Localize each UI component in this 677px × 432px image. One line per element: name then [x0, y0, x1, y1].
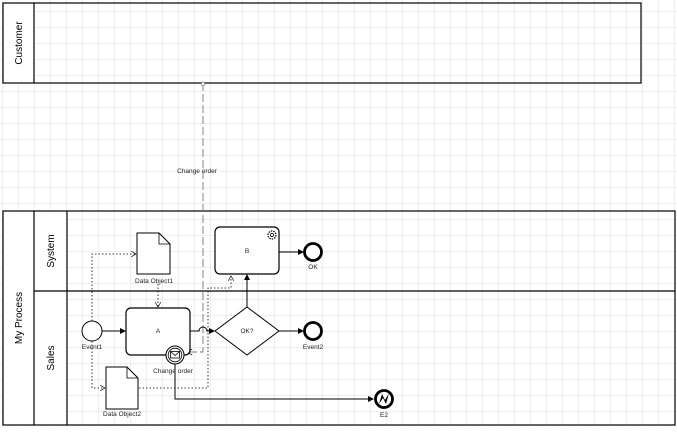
- lane-label-system: System: [46, 234, 57, 267]
- boundary-event-label: Change order: [153, 368, 194, 375]
- data-object-2[interactable]: Data Object2: [103, 366, 141, 418]
- error-end-event-e2[interactable]: E2: [374, 389, 394, 420]
- end-event-event2[interactable]: Event2: [303, 321, 324, 352]
- data-object-2-label: Data Object2: [103, 411, 141, 418]
- task-a[interactable]: A: [125, 307, 191, 356]
- task-b[interactable]: B: [214, 226, 280, 275]
- association-event1-dataobject1: [91, 254, 136, 321]
- data-associations: [91, 254, 231, 389]
- pool-my-process[interactable]: My Process System Sales: [2, 210, 676, 426]
- boundary-event-change-order[interactable]: Change order: [153, 345, 194, 375]
- end-event-ok[interactable]: OK: [303, 242, 323, 272]
- gear-icon: [267, 230, 277, 240]
- pool-label-my-process: My Process: [14, 292, 25, 344]
- gateway-ok[interactable]: OK?: [214, 306, 280, 356]
- pool-customer[interactable]: Customer: [2, 2, 642, 84]
- data-object-1[interactable]: Data Object1: [135, 232, 173, 285]
- association-dataobject2-taskb: [139, 276, 231, 389]
- message-flow-change-order[interactable]: Change order: [177, 81, 218, 352]
- data-object-1-label: Data Object1: [135, 278, 173, 285]
- envelope-icon: [170, 351, 180, 359]
- association-event1-dataobject2: [91, 341, 105, 388]
- e2-label: E2: [380, 412, 388, 419]
- task-b-label: B: [245, 248, 249, 255]
- gateway-label: OK?: [240, 328, 253, 335]
- pool-label-customer: Customer: [14, 21, 25, 65]
- lane-label-sales: Sales: [46, 345, 57, 370]
- sequence-flows: [102, 249, 374, 402]
- end-event2-label: Event2: [303, 344, 324, 351]
- message-flow-label: Change order: [177, 168, 218, 175]
- flow-boundary-e2: [174, 364, 374, 402]
- task-a-label: A: [156, 328, 161, 335]
- flow-a-gateway: [190, 326, 215, 334]
- start-event-event1[interactable]: Event1: [81, 320, 103, 351]
- event1-label: Event1: [82, 344, 103, 351]
- end-ok-label: OK: [308, 264, 318, 271]
- error-icon: [379, 393, 389, 404]
